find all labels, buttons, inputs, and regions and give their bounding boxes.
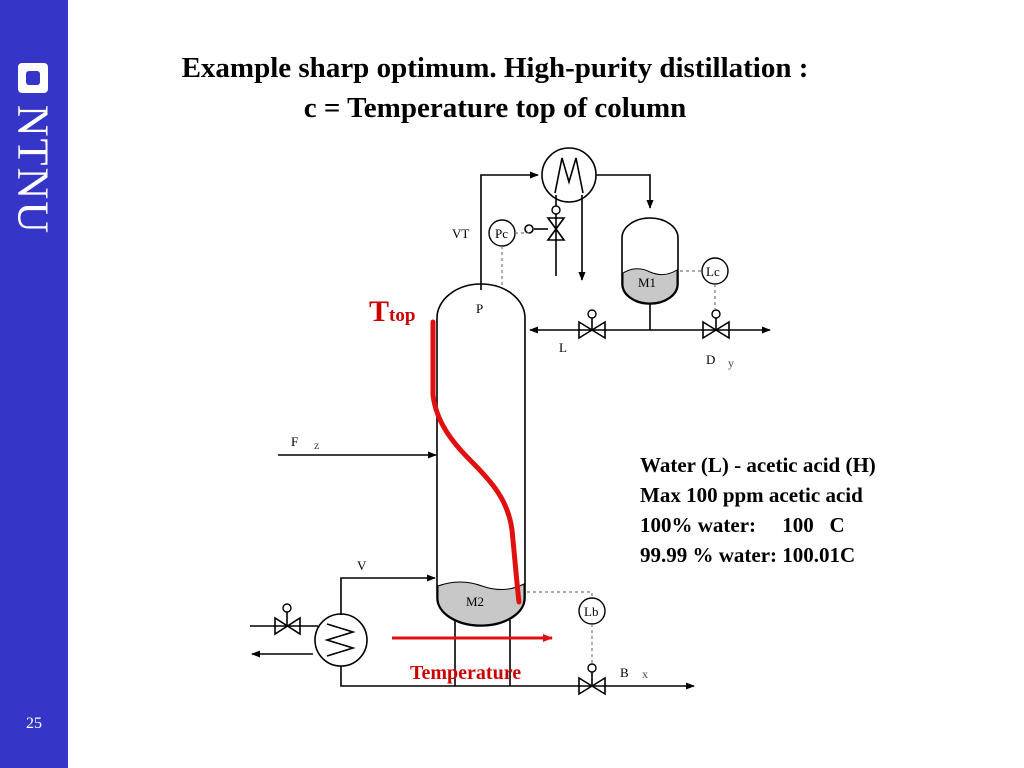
p-label: P (476, 301, 483, 316)
l-label: L (559, 340, 567, 355)
ntnu-logo-icon (18, 63, 48, 93)
z-label: z (314, 438, 319, 452)
ttop-sub: top (389, 305, 415, 326)
m2-liquid (437, 581, 525, 626)
sidebar: NTNU 25 (0, 0, 68, 768)
b-label: B (620, 665, 629, 680)
vt-label: VT (452, 226, 469, 241)
reflux-drum (621, 217, 679, 305)
bottom-sump (436, 590, 526, 627)
page-number: 25 (26, 715, 42, 732)
lc-label: Lc (706, 264, 720, 279)
d-label: D (706, 352, 715, 367)
v-label: V (357, 558, 367, 573)
m1-label: M1 (638, 275, 656, 290)
y-label: y (728, 356, 734, 370)
note-line: Water (L) - acetic acid (H) (640, 453, 876, 477)
m1-liquid (622, 268, 678, 304)
title-line-1: Example sharp optimum. High-purity disti… (181, 52, 809, 84)
slide-title: Example sharp optimum. High-purity disti… (70, 48, 920, 128)
f-label: F (291, 434, 298, 449)
x-label: x (642, 667, 648, 681)
pc-label: Pc (495, 226, 508, 241)
lb-label: Lb (584, 604, 598, 619)
note-line: 99.99 % water: 100.01C (640, 543, 856, 567)
m2-label: M2 (466, 594, 484, 609)
reboiler-icon (314, 613, 368, 667)
temperature-label: Temperature (410, 662, 521, 684)
note-line: 100% water: 100 C (640, 513, 845, 537)
temperature-profile-curve (430, 319, 522, 605)
ttop-main: T (369, 295, 389, 328)
title-line-2: c = Temperature top of column (303, 92, 687, 124)
note-line: Max 100 ppm acetic acid (640, 483, 863, 507)
condenser-icon (541, 147, 597, 203)
notes-block: Water (L) - acetic acid (H) Max 100 ppm … (640, 450, 876, 570)
ttop-label: Ttop (369, 295, 415, 328)
